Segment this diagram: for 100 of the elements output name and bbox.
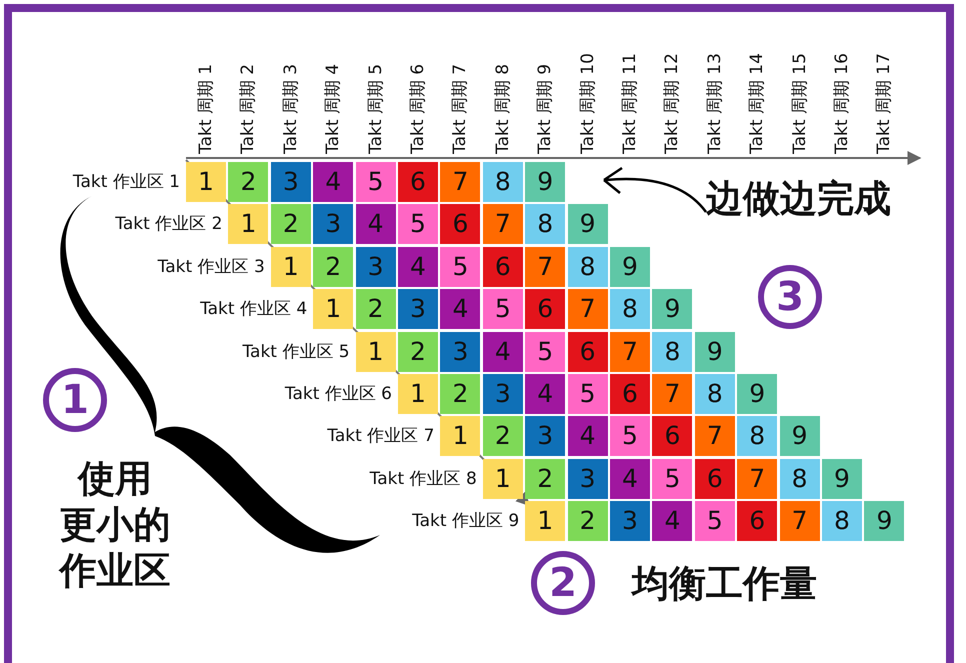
task-cell: 6 bbox=[568, 332, 608, 372]
callout-text: 均衡工作量 bbox=[632, 561, 817, 607]
task-cell: 5 bbox=[525, 332, 566, 372]
column-header: Takt 周期 7 bbox=[450, 64, 470, 154]
task-cell: 8 bbox=[694, 374, 735, 414]
task-cell: 7 bbox=[610, 332, 650, 372]
column-header: Takt 周期 17 bbox=[874, 53, 894, 154]
task-cell: 9 bbox=[737, 374, 778, 414]
task-cell: 9 bbox=[525, 162, 566, 202]
task-cell: 1 bbox=[525, 501, 566, 542]
task-cell: 5 bbox=[694, 501, 735, 542]
task-cell: 8 bbox=[822, 501, 862, 542]
column-header: Takt 周期 9 bbox=[535, 64, 556, 154]
task-cell: 9 bbox=[864, 501, 904, 542]
column-header: Takt 周期 13 bbox=[704, 53, 725, 154]
column-header: Takt 周期 15 bbox=[790, 53, 810, 154]
task-cell: 5 bbox=[440, 246, 480, 287]
task-cell: 4 bbox=[568, 416, 608, 456]
row-label: Takt 作业区 9 bbox=[411, 511, 520, 532]
task-cell: 8 bbox=[525, 204, 566, 244]
task-cell: 2 bbox=[356, 289, 396, 330]
task-cell: 4 bbox=[313, 162, 354, 202]
task-cell: 4 bbox=[610, 458, 650, 499]
task-cell: 3 bbox=[525, 416, 566, 456]
column-header: Takt 周期 12 bbox=[662, 53, 682, 154]
task-cell: 6 bbox=[482, 246, 523, 287]
callout-text: 使用更小的作业区 bbox=[58, 456, 172, 594]
task-cell: 3 bbox=[440, 332, 480, 372]
task-cell: 3 bbox=[568, 458, 608, 499]
task-cell: 4 bbox=[482, 332, 523, 372]
task-cell: 6 bbox=[440, 204, 480, 244]
task-cell: 4 bbox=[652, 501, 692, 542]
row-label: Takt 作业区 5 bbox=[241, 342, 350, 362]
row-label: Takt 作业区 8 bbox=[368, 468, 477, 489]
task-cell: 2 bbox=[228, 162, 268, 202]
task-cell: 1 bbox=[270, 246, 311, 287]
task-cell: 5 bbox=[568, 374, 608, 414]
column-header: Takt 周期 14 bbox=[747, 53, 768, 154]
column-header: Takt 周期 16 bbox=[832, 53, 852, 154]
task-cell: 2 bbox=[568, 501, 608, 542]
task-cell: 3 bbox=[610, 501, 650, 542]
task-cell: 7 bbox=[568, 289, 608, 330]
column-header: Takt 周期 2 bbox=[238, 64, 258, 154]
task-cell: 6 bbox=[737, 501, 778, 542]
task-cell: 6 bbox=[610, 374, 650, 414]
task-cell: 1 bbox=[356, 332, 396, 372]
task-cell: 5 bbox=[482, 289, 523, 330]
task-cell: 8 bbox=[780, 458, 820, 499]
task-cell: 1 bbox=[313, 289, 354, 330]
task-cell: 2 bbox=[313, 246, 354, 287]
task-cell: 3 bbox=[398, 289, 438, 330]
task-cell: 5 bbox=[610, 416, 650, 456]
task-cell: 7 bbox=[780, 501, 820, 542]
row-label: Takt 作业区 3 bbox=[156, 256, 265, 277]
task-cell: 9 bbox=[694, 332, 735, 372]
task-cell: 9 bbox=[568, 204, 608, 244]
task-cell: 3 bbox=[270, 162, 311, 202]
task-cell: 2 bbox=[398, 332, 438, 372]
task-cell: 1 bbox=[440, 416, 480, 456]
task-cell: 7 bbox=[737, 458, 778, 499]
task-cell: 8 bbox=[568, 246, 608, 287]
task-cell: 1 bbox=[186, 162, 226, 202]
task-cell: 6 bbox=[652, 416, 692, 456]
task-cell: 5 bbox=[398, 204, 438, 244]
column-header: Takt 周期 8 bbox=[492, 64, 513, 154]
task-cell: 7 bbox=[525, 246, 566, 287]
circled-number: 2 bbox=[531, 551, 595, 615]
task-cell: 8 bbox=[482, 162, 523, 202]
task-cell: 7 bbox=[652, 374, 692, 414]
task-cell: 7 bbox=[694, 416, 735, 456]
task-cell: 2 bbox=[440, 374, 480, 414]
column-header: Takt 周期 4 bbox=[323, 64, 344, 154]
task-cell: 1 bbox=[228, 204, 268, 244]
task-cell: 4 bbox=[398, 246, 438, 287]
task-cell: 3 bbox=[482, 374, 523, 414]
task-cell: 9 bbox=[822, 458, 862, 499]
task-cell: 4 bbox=[440, 289, 480, 330]
task-cell: 3 bbox=[313, 204, 354, 244]
task-cell: 9 bbox=[780, 416, 820, 456]
task-cell: 2 bbox=[270, 204, 311, 244]
task-cell: 5 bbox=[652, 458, 692, 499]
task-cell: 6 bbox=[694, 458, 735, 499]
row-label: Takt 作业区 6 bbox=[284, 384, 392, 404]
row-label: Takt 作业区 4 bbox=[199, 299, 308, 320]
task-cell: 3 bbox=[356, 246, 396, 287]
task-cell: 7 bbox=[482, 204, 523, 244]
column-header: Takt 周期 10 bbox=[578, 53, 598, 154]
column-header: Takt 周期 5 bbox=[366, 64, 386, 154]
circled-number: 1 bbox=[43, 368, 107, 432]
task-cell: 9 bbox=[610, 246, 650, 287]
task-cell: 2 bbox=[482, 416, 523, 456]
column-header: Takt 周期 11 bbox=[620, 53, 640, 154]
task-cell: 8 bbox=[610, 289, 650, 330]
task-cell: 4 bbox=[356, 204, 396, 244]
column-header: Takt 周期 3 bbox=[280, 64, 301, 154]
task-cell: 6 bbox=[525, 289, 566, 330]
task-cell: 1 bbox=[398, 374, 438, 414]
task-cell: 7 bbox=[440, 162, 480, 202]
callout-text: 边做边完成 bbox=[706, 176, 891, 222]
row-label: Takt 作业区 7 bbox=[326, 426, 434, 446]
